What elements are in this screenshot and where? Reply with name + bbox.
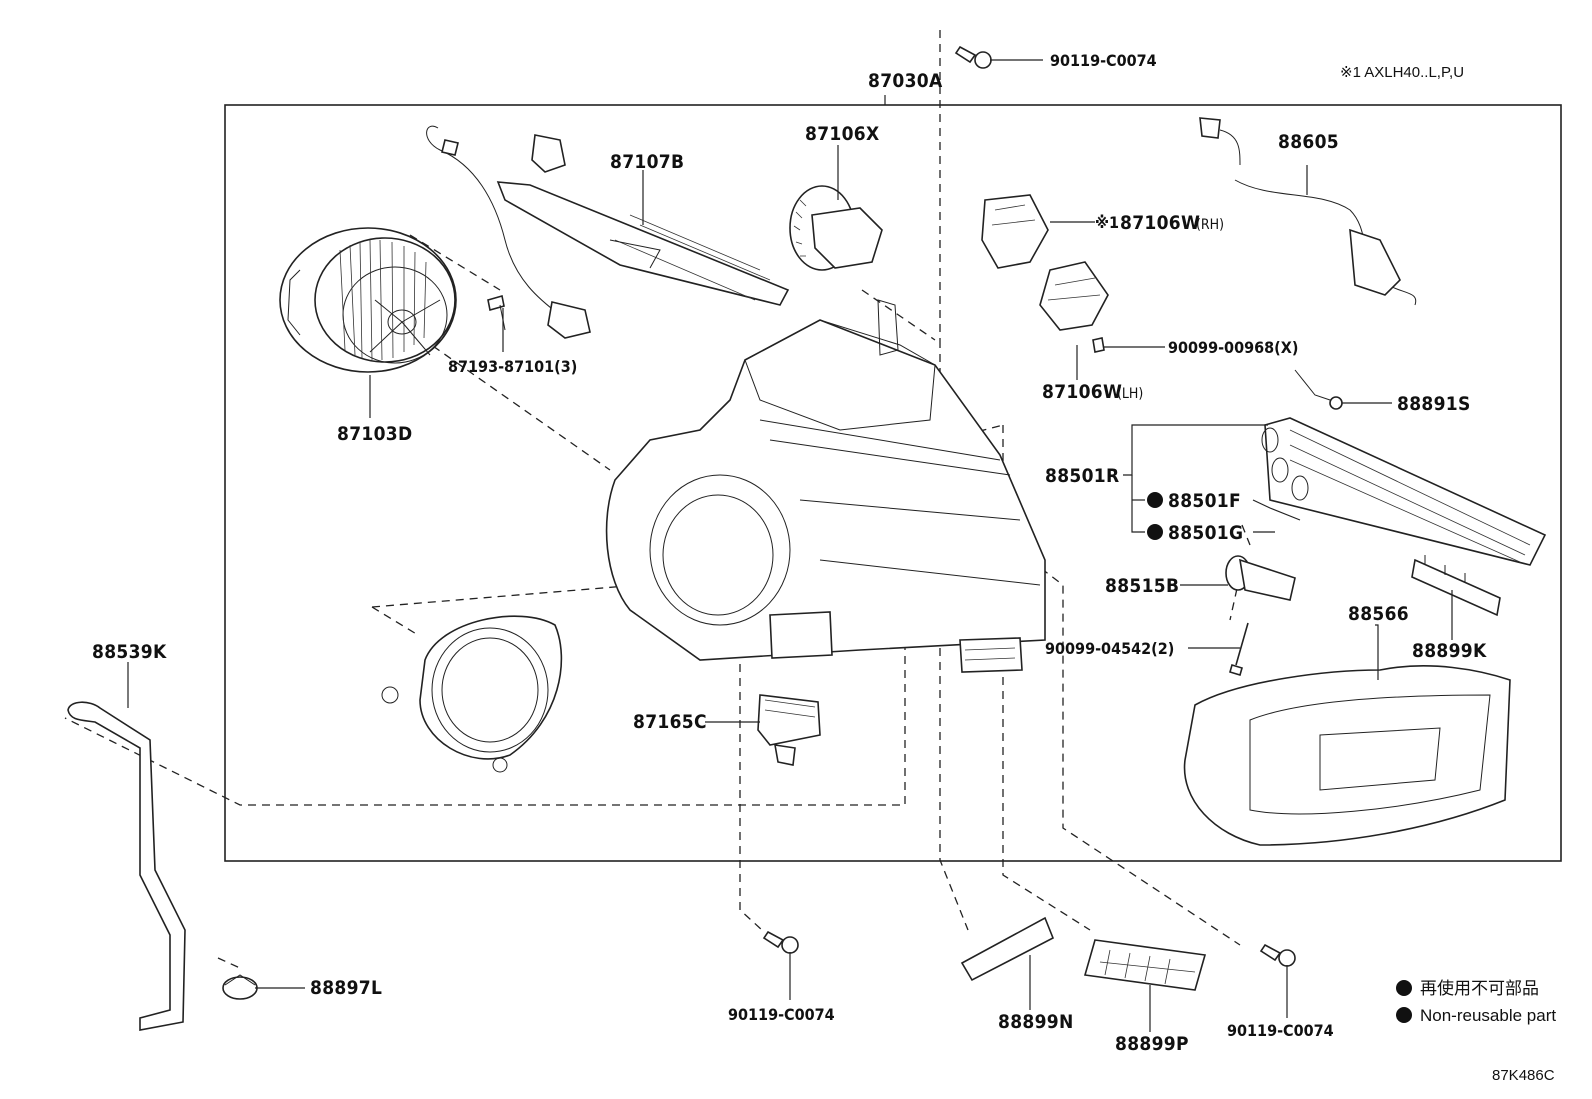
label-88891s: 88891S — [1397, 393, 1471, 415]
label-88899k: 88899K — [1412, 640, 1487, 662]
non-reusable-marker — [1147, 524, 1163, 540]
ring-seal-icon — [381, 615, 563, 773]
blower-motor-icon — [279, 227, 457, 373]
label-90099-00968: 90099-00968(X) — [1168, 338, 1298, 357]
servo-motor-icon — [1039, 261, 1109, 353]
case-housing-icon — [1183, 665, 1511, 846]
label-87106w-lh-side: (LH) — [1117, 386, 1143, 402]
wire-harness-icon — [426, 125, 591, 339]
label-87107b: 87107B — [610, 151, 684, 173]
label-88539k: 88539K — [92, 641, 167, 663]
reference-code: 87K486C — [1492, 1067, 1555, 1084]
wire-harness-icon — [1199, 117, 1417, 306]
sensor-icon — [1294, 369, 1343, 410]
expansion-valve-icon — [1225, 555, 1296, 601]
label-88501f: 88501F — [1168, 490, 1241, 512]
servo-motor-icon — [981, 194, 1049, 269]
legend: 再使用不可部品 Non-reusable part — [1396, 978, 1556, 1025]
bolt-icon — [1229, 622, 1249, 676]
label-88899n: 88899N — [998, 1011, 1074, 1033]
label-90099-04542: 90099-04542(2) — [1045, 639, 1174, 658]
assembly-frame — [224, 104, 1562, 862]
bolt-icon — [487, 294, 506, 331]
non-reusable-marker — [1147, 492, 1163, 508]
legend-bullet — [1396, 980, 1412, 996]
legend-item-english: Non-reusable part — [1420, 1006, 1556, 1025]
label-88501g: 88501G — [1168, 522, 1243, 544]
label-87106x: 87106X — [805, 123, 879, 145]
heater-core-icon — [496, 134, 790, 306]
legend-bullet — [1396, 1007, 1412, 1023]
bolt-icon — [762, 45, 1296, 967]
drain-hose-icon — [67, 701, 186, 1031]
filter-cover-icon — [960, 916, 1207, 991]
case-housing-icon — [605, 299, 1046, 673]
legend-item-japanese: 再使用不可部品 — [1420, 978, 1539, 998]
label-87106w-rh-side: (RH) — [1196, 217, 1224, 233]
servo-motor-icon — [789, 185, 883, 271]
label-87106w-rh: 87106W — [1120, 212, 1200, 234]
label-90119-left: 90119-C0074 — [728, 1005, 835, 1024]
label-88897l: 88897L — [310, 977, 382, 999]
label-88515b: 88515B — [1105, 575, 1179, 597]
resistor-icon — [757, 694, 821, 766]
label-87106w-rh-prefix: ※1 — [1095, 213, 1119, 232]
label-87193: 87193-87101(3) — [448, 357, 577, 376]
bracket-icon — [1411, 555, 1501, 617]
leader-lines — [127, 59, 1453, 1032]
label-88501r: 88501R — [1045, 465, 1119, 487]
grommet-icon — [222, 974, 258, 1000]
label-87103d: 87103D — [337, 423, 412, 445]
label-87106w-lh: 87106W — [1042, 381, 1122, 403]
label-87165c: 87165C — [633, 711, 707, 733]
label-assembly: 87030A — [868, 70, 943, 92]
label-88605: 88605 — [1278, 131, 1339, 153]
evaporator-icon — [1261, 417, 1547, 566]
label-90119-right: 90119-C0074 — [1227, 1021, 1334, 1040]
label-90119-top: 90119-C0074 — [1050, 51, 1157, 70]
label-88899p: 88899P — [1115, 1033, 1189, 1055]
applicability-note: ※1 AXLH40..L,P,U — [1340, 64, 1464, 81]
label-88566: 88566 — [1348, 603, 1409, 625]
